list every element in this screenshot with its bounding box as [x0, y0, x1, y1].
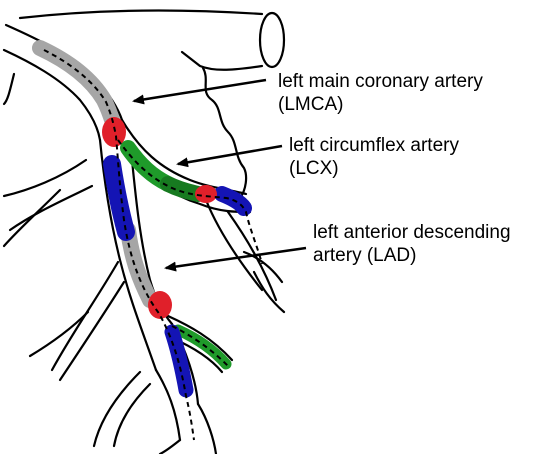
lcx-label-line2: (LCX) [289, 157, 459, 180]
lcx-branch-1 [206, 200, 262, 290]
lad-label-line1: left anterior descending [313, 221, 511, 244]
lad-branch-left-2 [60, 282, 124, 380]
lad-label-line2: artery (LAD) [313, 244, 511, 267]
lcx-label: left circumflex artery (LCX) [289, 134, 459, 180]
bottom-fork-right [198, 404, 216, 454]
lmca-label-line1: left main coronary artery [278, 70, 483, 93]
lad-branch-left-5 [114, 384, 150, 446]
lmca-arrow [134, 80, 266, 101]
side-branch-4 [4, 74, 14, 104]
aorta-opening [260, 13, 284, 67]
lad-arrow [166, 248, 306, 268]
lad-distal-left [156, 370, 180, 440]
lmca-stenosis [102, 117, 126, 147]
lad-stenosis [148, 291, 172, 319]
lmca-lower-wall [4, 50, 100, 140]
side-branch-1 [4, 160, 86, 196]
lcx-label-line1: left circumflex artery [289, 134, 459, 157]
aorta-top-outline [20, 11, 262, 18]
lmca-label: left main coronary artery (LMCA) [278, 70, 483, 116]
side-branch-2 [10, 186, 92, 230]
side-branch-3 [4, 190, 60, 246]
lmca-gray-segment [40, 48, 114, 126]
lcx-stenosis [195, 185, 217, 203]
lad-label: left anterior descending artery (LAD) [313, 221, 511, 267]
lad-centerline [44, 50, 194, 440]
lmca-label-line2: (LMCA) [278, 93, 483, 116]
lcx-arrow [178, 146, 282, 164]
bottom-fork-left [160, 440, 180, 454]
aorta-lower-outline [182, 52, 262, 70]
vessel-outlines [4, 11, 284, 454]
